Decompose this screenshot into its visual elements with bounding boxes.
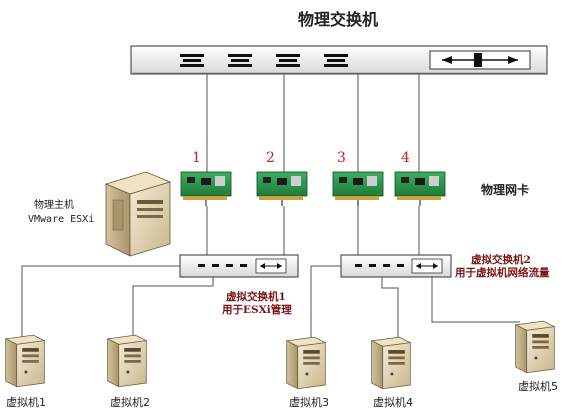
uplink-cables <box>206 74 420 172</box>
nic-card-2 <box>256 171 308 206</box>
physical-host-label: 物理主机 VMware ESXi <box>28 199 94 227</box>
vswitch2-line1: 虚拟交换机2 <box>471 254 531 266</box>
vm1-label: 虚拟机1 <box>6 396 46 409</box>
vm3-server-icon <box>286 336 326 390</box>
nic-to-vswitch-cables <box>206 206 420 255</box>
nic-number-1: 1 <box>192 150 201 166</box>
vm-cables <box>21 265 520 345</box>
virtual-switch-2 <box>340 254 452 278</box>
vm5-server-icon <box>515 320 555 374</box>
nic-number-3: 3 <box>337 150 346 166</box>
nic-card-4 <box>394 171 446 206</box>
diagram-title: 物理交换机 <box>298 10 379 29</box>
vm5-label: 虚拟机5 <box>518 380 558 393</box>
vswitch1-line2: 用于ESXi管理 <box>222 304 292 316</box>
switch-uplink-port <box>429 50 531 70</box>
vm4-label: 虚拟机4 <box>373 396 413 409</box>
nic-card-1 <box>180 171 232 206</box>
virtual-switch-1 <box>179 254 299 278</box>
vswitch1-label: 虚拟交换机1 用于ESXi管理 <box>222 291 292 317</box>
vm2-label: 虚拟机2 <box>110 396 150 409</box>
vm1-server-icon <box>5 334 45 388</box>
vm2-server-icon <box>107 334 147 388</box>
vswitch1-line1: 虚拟交换机1 <box>226 291 286 303</box>
nic-number-2: 2 <box>266 150 275 166</box>
switch-ports <box>180 54 348 67</box>
nic-card-3 <box>332 171 384 206</box>
physical-host-server-icon <box>104 171 172 257</box>
physical-host-line1: 物理主机 <box>34 200 74 211</box>
nic-number-4: 4 <box>401 150 410 166</box>
vswitch2-label: 虚拟交换机2 用于虚拟机网络流量 <box>455 254 550 280</box>
physical-switch <box>130 45 548 75</box>
physical-host-line2: VMware ESXi <box>28 214 95 225</box>
physical-nic-label: 物理网卡 <box>481 183 530 197</box>
vm3-label: 虚拟机3 <box>289 396 329 409</box>
vswitch2-line2: 用于虚拟机网络流量 <box>455 267 550 279</box>
vm4-server-icon <box>371 336 411 390</box>
